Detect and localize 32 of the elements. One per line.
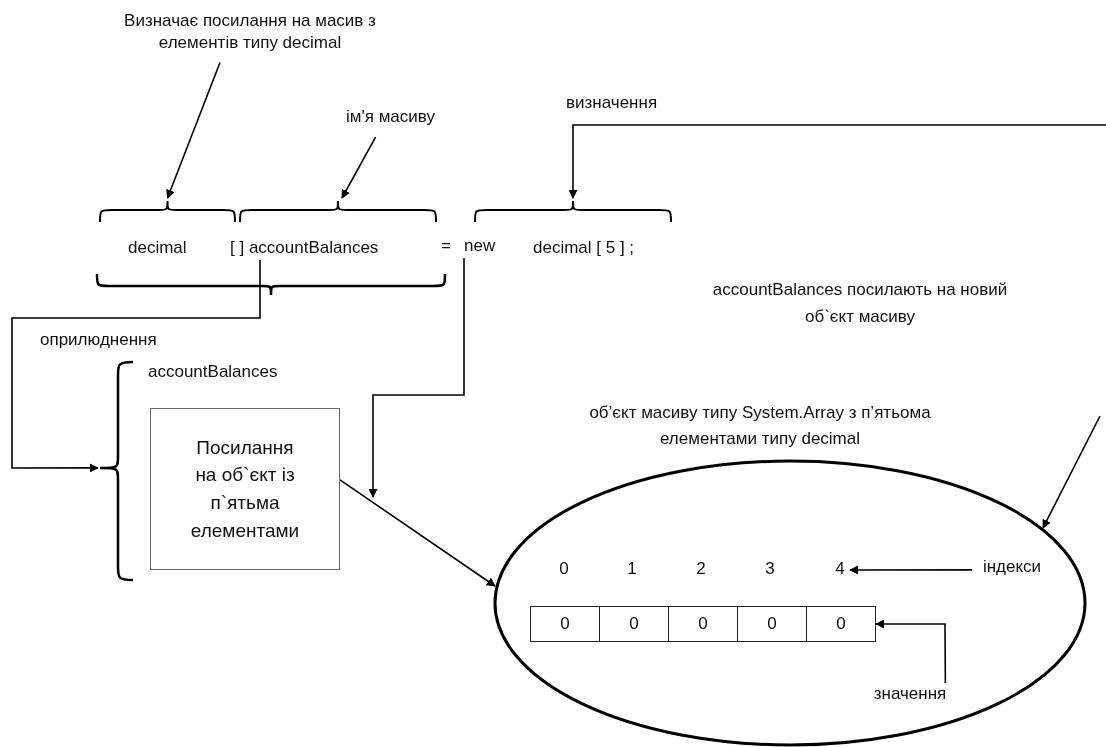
arrow <box>568 124 1106 199</box>
annotation-text: ім'я масиву <box>333 106 448 130</box>
reference-box: Посилання на об`єкт із п`ятьма елементами <box>150 408 340 570</box>
index-number: 4 <box>830 558 850 582</box>
index-number: 3 <box>760 558 780 582</box>
arrow <box>11 259 261 473</box>
arrow <box>1042 415 1101 529</box>
arrow <box>875 619 947 684</box>
array-cell: 0 <box>668 606 738 642</box>
index-number: 0 <box>554 558 574 582</box>
index-number: 1 <box>622 558 642 582</box>
arrow <box>339 479 496 587</box>
code-text: new <box>464 235 496 256</box>
annotation-text: Визначає посилання на масив з елементів типу decimal <box>100 10 400 60</box>
array-cell: 0 <box>530 606 600 642</box>
annotation-text: значення <box>858 683 962 707</box>
note-text: accountBalances посилають на новий об`єкт масиву <box>711 279 1009 329</box>
object-caption: об’єкт масиву типу System.Array з п’ятьома елементами типу decimal <box>588 402 932 450</box>
arrow <box>341 136 377 199</box>
code-text: [ ] accountBalances <box>230 237 379 258</box>
code-text: decimal [ 5 ] ; <box>533 237 635 258</box>
arrow <box>166 61 221 199</box>
annotation-text: індекси <box>972 556 1052 580</box>
array-cell: 0 <box>806 606 876 642</box>
array-cell: 0 <box>737 606 807 642</box>
arrow <box>368 257 465 498</box>
array-cell: 0 <box>599 606 669 642</box>
code-text: decimal <box>128 237 187 258</box>
code-text: = <box>441 235 451 256</box>
index-number: 2 <box>691 558 711 582</box>
arrow <box>849 565 973 575</box>
variable-name: accountBalances <box>148 362 278 383</box>
